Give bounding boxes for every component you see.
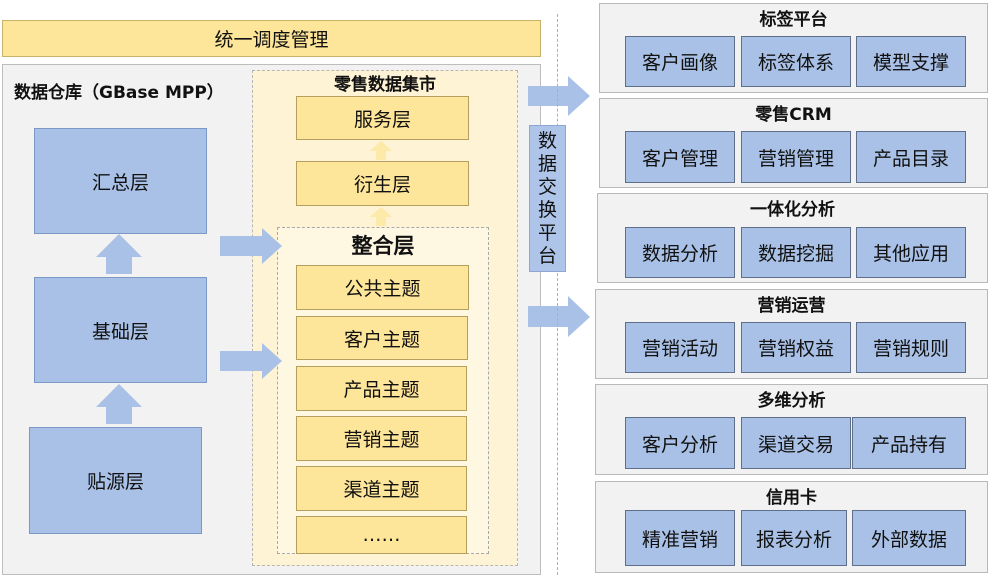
- item-label: 报表分析: [755, 528, 832, 551]
- item-label: 客户管理: [641, 147, 718, 170]
- item-label: 营销权益: [757, 338, 834, 360]
- item-label: 模型支撑: [872, 52, 949, 74]
- item-marketing-campaigns: 营销活动: [625, 322, 735, 373]
- group-integrated-analysis-title: 一体化分析: [750, 199, 835, 220]
- item-label: 数据挖掘: [757, 243, 834, 265]
- item-customer-portrait: 客户画像: [625, 36, 735, 87]
- item-marketing-rules: 营销规则: [856, 322, 966, 373]
- topic-channel-label: 渠道主题: [343, 479, 420, 501]
- item-external-data: 外部数据: [852, 510, 966, 566]
- base-layer-label: 基础层: [91, 320, 149, 343]
- arrow-base-to-integration: [220, 343, 282, 379]
- summary-layer-label: 汇总层: [91, 171, 149, 194]
- derived-layer: 衍生层: [296, 161, 469, 206]
- data-warehouse-title: 数据仓库（GBase MPP）: [14, 83, 224, 103]
- exchange-char: 平: [537, 221, 557, 244]
- base-layer: 基础层: [34, 277, 207, 383]
- item-marketing-benefits: 营销权益: [741, 322, 851, 373]
- unified-scheduling-label: 统一调度管理: [214, 29, 329, 51]
- item-data-mining: 数据挖掘: [741, 227, 851, 278]
- topic-customer: 客户主题: [296, 316, 468, 360]
- item-data-analysis: 数据分析: [625, 227, 735, 278]
- exchange-char: 换: [537, 198, 557, 221]
- item-channel-transactions: 渠道交易: [741, 417, 851, 469]
- divider-line: [557, 14, 558, 575]
- exchange-char: 台: [537, 244, 557, 267]
- item-label: 营销规则: [872, 338, 949, 360]
- item-other-applications: 其他应用: [856, 227, 966, 278]
- retail-data-mart-title: 零售数据集市: [334, 74, 436, 95]
- group-retail-crm-title: 零售CRM: [755, 104, 832, 125]
- topic-customer-label: 客户主题: [343, 328, 420, 351]
- item-label: 营销活动: [641, 338, 718, 360]
- item-label: 渠道交易: [757, 433, 834, 456]
- item-label: 客户分析: [641, 433, 718, 456]
- topic-marketing: 营销主题: [296, 416, 467, 461]
- group-credit-card-title: 信用卡: [766, 487, 817, 508]
- integration-layer-title: 整合层: [351, 234, 415, 258]
- arrow-source-to-base: [96, 384, 142, 424]
- item-label: 其他应用: [872, 243, 949, 265]
- group-marketing-operations-title: 营销运营: [757, 295, 826, 316]
- unified-scheduling-bar: 统一调度管理: [2, 20, 541, 57]
- item-product-catalog: 产品目录: [856, 131, 966, 183]
- item-label: 标签体系: [757, 52, 834, 74]
- service-layer-label: 服务层: [353, 108, 411, 131]
- exchange-char: 据: [537, 152, 557, 175]
- item-tag-system: 标签体系: [741, 36, 851, 87]
- item-precision-marketing: 精准营销: [625, 510, 735, 566]
- arrow-to-lower-groups: [528, 296, 590, 337]
- topic-public: 公共主题: [296, 265, 469, 310]
- item-label: 产品目录: [872, 147, 949, 170]
- topic-more-label: ……: [362, 524, 401, 546]
- data-exchange-platform: 数 据 交 换 平 台: [529, 125, 566, 272]
- item-customer-management: 客户管理: [625, 131, 735, 183]
- topic-product-label: 产品主题: [343, 379, 420, 401]
- arrow-base-to-summary: [96, 234, 142, 274]
- service-layer: 服务层: [296, 96, 469, 140]
- item-label: 产品持有: [870, 433, 947, 456]
- group-multidimensional-analysis-title: 多维分析: [757, 390, 826, 411]
- topic-more: ……: [296, 516, 467, 554]
- item-model-support: 模型支撑: [856, 36, 966, 87]
- arrow-summary-to-integration: [220, 228, 282, 264]
- group-tag-platform-title: 标签平台: [759, 9, 828, 30]
- item-label: 数据分析: [641, 243, 718, 265]
- arrow-integration-to-derived: [370, 207, 392, 226]
- item-customer-analysis: 客户分析: [625, 417, 735, 469]
- topic-product: 产品主题: [296, 366, 467, 411]
- topic-public-label: 公共主题: [344, 278, 421, 300]
- summary-layer: 汇总层: [34, 128, 207, 234]
- source-layer-label: 贴源层: [86, 471, 144, 493]
- exchange-char: 交: [537, 175, 557, 198]
- exchange-char: 数: [537, 129, 557, 152]
- item-report-analysis: 报表分析: [741, 510, 847, 566]
- topic-marketing-label: 营销主题: [343, 429, 420, 451]
- item-marketing-management: 营销管理: [741, 131, 851, 183]
- arrow-derived-to-service: [370, 141, 392, 160]
- item-label: 精准营销: [641, 528, 718, 551]
- item-label: 客户画像: [641, 52, 718, 74]
- source-layer: 贴源层: [29, 427, 202, 534]
- item-product-holdings: 产品持有: [852, 417, 966, 469]
- item-label: 外部数据: [870, 528, 947, 551]
- item-label: 营销管理: [757, 147, 834, 170]
- derived-layer-label: 衍生层: [353, 174, 411, 196]
- arrow-to-upper-groups: [528, 76, 590, 116]
- topic-channel: 渠道主题: [296, 466, 467, 511]
